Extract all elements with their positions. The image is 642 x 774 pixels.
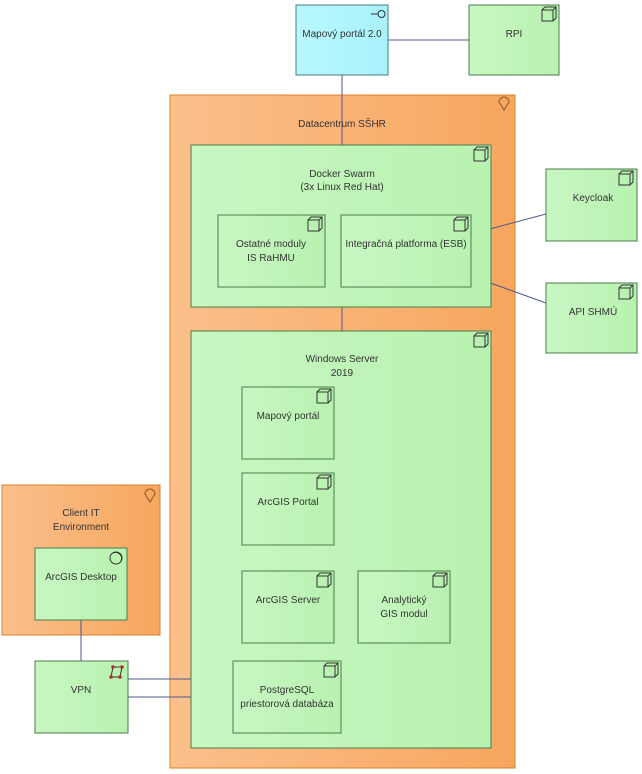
arcgis-portal-node: ArcGIS Portal bbox=[241, 472, 335, 546]
interface-icon bbox=[371, 10, 386, 18]
ostatne-moduly-node: Ostatné moduly IS RaHMU bbox=[217, 214, 326, 288]
postgresql-line1: PostgreSQL bbox=[260, 685, 315, 696]
windows-line2: 2019 bbox=[331, 368, 354, 379]
mapovy-portal-2-label: Mapový portál 2.0 bbox=[302, 29, 382, 40]
node-icon bbox=[618, 284, 634, 300]
api-shmu-label: API SHMÚ bbox=[569, 305, 617, 318]
rpi-label: RPI bbox=[506, 29, 523, 40]
mapovy-portal-node: Mapový portál bbox=[241, 386, 335, 460]
rpi-node: RPI bbox=[468, 4, 560, 76]
keycloak-node: Keycloak bbox=[545, 168, 638, 242]
node-icon bbox=[323, 662, 339, 678]
analyticky-gis-node: Analytický GIS modul bbox=[357, 570, 451, 644]
node-icon bbox=[453, 216, 469, 232]
keycloak-label: Keycloak bbox=[573, 193, 615, 204]
arcgis-portal-label: ArcGIS Portal bbox=[257, 497, 318, 508]
node-icon bbox=[316, 388, 332, 404]
node-icon bbox=[618, 170, 634, 186]
client-env-line1: Client IT bbox=[62, 508, 99, 519]
mapovy-portal-2-interface: Mapový portál 2.0 bbox=[295, 4, 389, 76]
location-pin-icon bbox=[498, 96, 510, 111]
node-icon bbox=[541, 6, 557, 22]
arcgis-desktop-node: ArcGIS Desktop bbox=[34, 547, 128, 621]
client-env-line2: Environment bbox=[53, 522, 109, 533]
api-shmu-node: API SHMÚ bbox=[545, 282, 638, 354]
ostatne-line1: Ostatné moduly bbox=[236, 239, 306, 250]
node-icon bbox=[473, 332, 489, 348]
location-pin-icon bbox=[144, 488, 156, 503]
postgresql-node: PostgreSQL priestorová databáza bbox=[232, 660, 342, 734]
node-icon bbox=[307, 216, 323, 232]
arcgis-server-node: ArcGIS Server bbox=[241, 570, 335, 644]
arcgis-desktop-label: ArcGIS Desktop bbox=[45, 572, 117, 583]
analyticky-line1: Analytický bbox=[381, 595, 426, 606]
node-icon bbox=[316, 474, 332, 490]
docker-line1: Docker Swarm bbox=[309, 169, 375, 180]
windows-line1: Windows Server bbox=[306, 354, 379, 365]
ostatne-line2: IS RaHMU bbox=[247, 253, 295, 264]
node-icon bbox=[316, 572, 332, 588]
mapovy-portal-label: Mapový portál bbox=[257, 411, 320, 422]
arcgis-server-label: ArcGIS Server bbox=[256, 595, 321, 606]
system-software-icon bbox=[109, 551, 123, 565]
esb-node: Integračná platforma (ESB) bbox=[340, 214, 472, 288]
docker-line2: (3x Linux Red Hat) bbox=[300, 182, 383, 193]
postgresql-line2: priestorová databáza bbox=[240, 699, 334, 710]
analyticky-line2: GIS modul bbox=[380, 609, 427, 620]
communication-network-icon bbox=[109, 665, 124, 679]
vpn-node: VPN bbox=[34, 660, 129, 734]
vpn-label: VPN bbox=[71, 685, 92, 696]
node-icon bbox=[432, 572, 448, 588]
esb-label: Integračná platforma (ESB) bbox=[345, 239, 466, 250]
node-icon bbox=[473, 146, 489, 162]
